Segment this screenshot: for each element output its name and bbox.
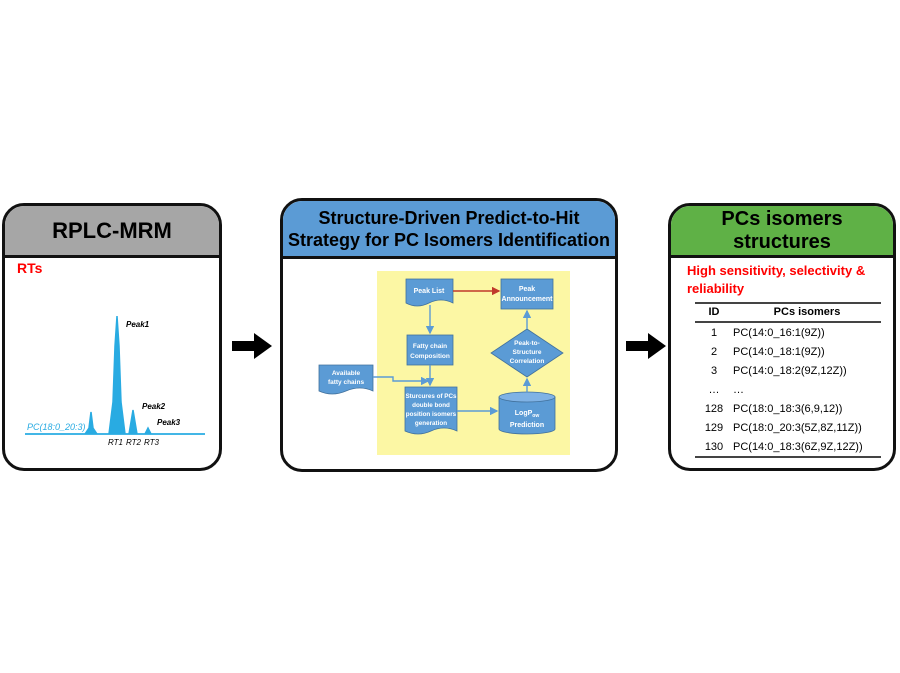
row-id: 130 bbox=[695, 437, 733, 458]
rts-label: RTs bbox=[17, 260, 43, 276]
logp-cylinder-top bbox=[498, 391, 556, 403]
peak1-label: Peak1 bbox=[126, 320, 150, 329]
logp-subscript-text: ow bbox=[532, 413, 539, 419]
logp-prediction-node bbox=[498, 396, 556, 435]
row-isomer: PC(18:0_20:3(5Z,8Z,11Z)) bbox=[733, 421, 862, 434]
correlation-text-3: Correlation bbox=[510, 358, 545, 365]
row-id: 129 bbox=[704, 421, 724, 434]
logp-text-2: Prediction bbox=[510, 422, 544, 429]
right-arrow-icon bbox=[232, 333, 272, 359]
arrow-available-to-structures bbox=[373, 376, 430, 386]
structures-generation-node bbox=[404, 386, 458, 435]
pcs-isomers-panel: PCs isomers structures High sensitivity,… bbox=[668, 203, 896, 471]
rplc-mrm-title: RPLC-MRM bbox=[5, 206, 219, 258]
rt1-label: RT1 bbox=[108, 438, 123, 447]
struct-text-1: Sturcures of PCs bbox=[405, 393, 457, 400]
row-id: 1 bbox=[710, 326, 718, 339]
row-isomer: PC(14:0_18:3(6Z,9Z,12Z)) bbox=[733, 437, 881, 458]
row-id: 128 bbox=[704, 402, 724, 415]
row-id: 2 bbox=[710, 345, 718, 358]
row-isomer: PC(14:0_16:1(9Z)) bbox=[733, 326, 825, 339]
peak-list-node bbox=[405, 278, 454, 307]
row-isomer: PC(14:0_18:2(9Z,12Z)) bbox=[733, 364, 847, 377]
peak-list-text: Peak List bbox=[414, 288, 445, 295]
peak2-label: Peak2 bbox=[142, 402, 166, 411]
logp-text: LogPow bbox=[515, 410, 540, 419]
row-isomer: PC(14:0_18:1(9Z)) bbox=[733, 345, 825, 358]
peak-announcement-text-1: Peak bbox=[519, 286, 535, 293]
rplc-mrm-panel: RPLC-MRM RTs PC(18:0_20:3) Peak1 Peak2 P… bbox=[2, 203, 222, 471]
row-isomer: PC(18:0_18:3(6,9,12)) bbox=[733, 402, 843, 415]
table-row: 3 PC(14:0_18:2(9Z,12Z)) bbox=[695, 361, 881, 380]
available-text-2: fatty chains bbox=[328, 379, 365, 386]
struct-text-2: double bond bbox=[412, 402, 450, 409]
trace-label: PC(18:0_20:3) bbox=[27, 422, 86, 432]
peak-structure-correlation-node bbox=[490, 328, 564, 378]
chromatogram-trace bbox=[25, 315, 205, 435]
id-column-header: ID bbox=[695, 302, 733, 323]
peak3-label: Peak3 bbox=[157, 418, 181, 427]
table-header-row: ID PCs isomers bbox=[695, 302, 881, 323]
strategy-title: Structure-Driven Predict-to-Hit Strategy… bbox=[283, 201, 615, 259]
available-text-1: Available bbox=[332, 370, 361, 377]
chromatogram: PC(18:0_20:3) Peak1 Peak2 Peak3 RT1 RT2 … bbox=[25, 315, 205, 447]
row-isomer: … bbox=[733, 383, 744, 396]
rt3-label: RT3 bbox=[144, 438, 160, 447]
performance-note: High sensitivity, selectivity & reliabil… bbox=[687, 263, 866, 296]
fatty-chain-text-1: Fatty chain bbox=[413, 343, 447, 350]
peak-announcement-text-2: Announcement bbox=[502, 296, 554, 303]
table-row: 128 PC(18:0_18:3(6,9,12)) bbox=[695, 399, 881, 418]
table-row: 129 PC(18:0_20:3(5Z,8Z,11Z)) bbox=[695, 418, 881, 437]
isomers-column-header: PCs isomers bbox=[733, 302, 881, 323]
available-fatty-chains-node bbox=[318, 364, 374, 395]
correlation-text-1: Peak-to- bbox=[514, 340, 540, 347]
fatty-chain-composition-node bbox=[406, 334, 454, 366]
table-row: 2 PC(14:0_18:1(9Z)) bbox=[695, 342, 881, 361]
logp-main-text: LogP bbox=[515, 410, 533, 417]
strategy-title-line1: Structure-Driven Predict-to-Hit bbox=[318, 207, 580, 228]
rt2-label: RT2 bbox=[126, 438, 142, 447]
strategy-panel: Structure-Driven Predict-to-Hit Strategy… bbox=[280, 198, 618, 472]
peak-announcement-node bbox=[500, 278, 554, 310]
flowchart: Peak List Peak Announcement Fatty chain … bbox=[318, 271, 570, 455]
pcs-isomers-title: PCs isomers structures bbox=[671, 206, 893, 258]
table-row: 1 PC(14:0_16:1(9Z)) bbox=[695, 322, 881, 342]
table-row: …… bbox=[695, 380, 881, 399]
correlation-text-2: Structure bbox=[513, 349, 542, 356]
fatty-chain-text-2: Composition bbox=[410, 353, 450, 360]
struct-text-4: generation bbox=[415, 420, 447, 427]
struct-text-3: position isomers bbox=[406, 411, 457, 418]
row-id: … bbox=[708, 383, 720, 396]
right-arrow-icon bbox=[626, 333, 666, 359]
strategy-title-line2: Strategy for PC Isomers Identification bbox=[287, 229, 611, 250]
row-id: 3 bbox=[710, 364, 718, 377]
